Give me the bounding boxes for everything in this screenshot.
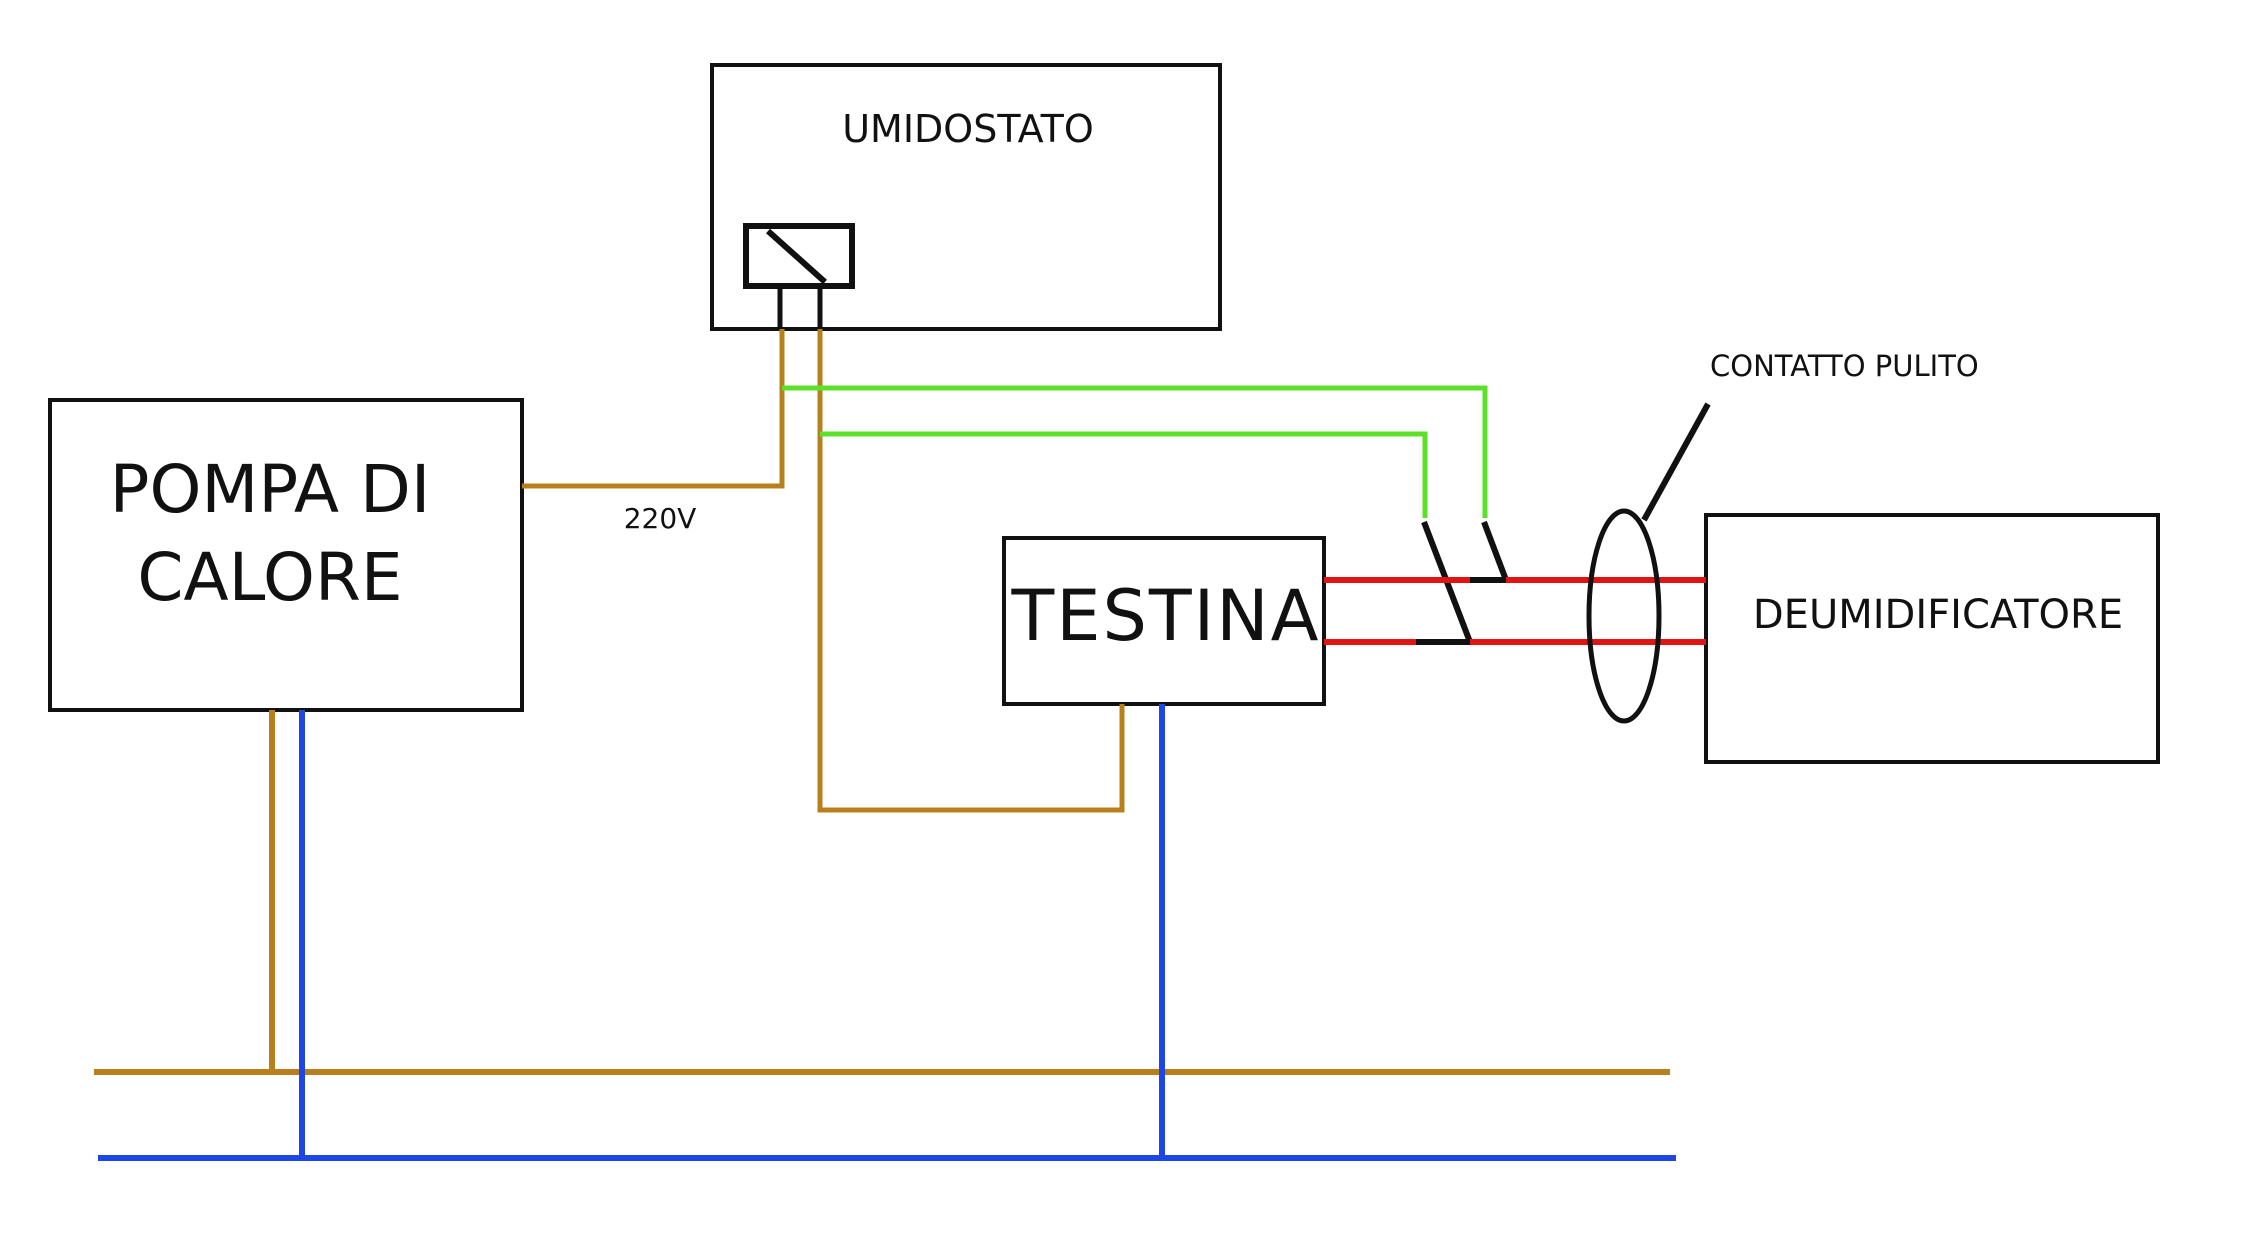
umidostato-label: UMIDOSTATO — [842, 107, 1094, 151]
neutral-wires — [98, 704, 1676, 1161]
deumidificatore-box — [1704, 513, 2160, 764]
signal-wires — [782, 385, 1488, 518]
pompa-label-line1: POMPA DI — [110, 451, 431, 528]
contatto-pulito-label: CONTATTO PULITO — [1710, 349, 1979, 383]
phase-wire-pompa-to-relay — [522, 329, 785, 489]
voltage-label: 220V — [624, 502, 697, 535]
contact-wires — [1324, 577, 1706, 645]
phase-wires — [94, 329, 1670, 1075]
phase-wire-relay-to-testina — [817, 329, 1125, 813]
testina-box — [1002, 536, 1326, 706]
pompa-label-line2: CALORE — [137, 539, 402, 616]
contatto-pulito-ellipse — [1586, 508, 1662, 724]
relay-symbol — [743, 223, 855, 329]
pompa-di-calore-box — [48, 398, 524, 712]
contatto-pulito-leader — [1641, 402, 1711, 522]
signal-wire-lower — [820, 431, 1428, 518]
umidostato-box — [710, 63, 1222, 331]
testina-label: TESTINA — [1010, 575, 1320, 657]
signal-wire-upper — [782, 385, 1488, 518]
deumidificatore-label: DEUMIDIFICATORE — [1753, 592, 2123, 638]
